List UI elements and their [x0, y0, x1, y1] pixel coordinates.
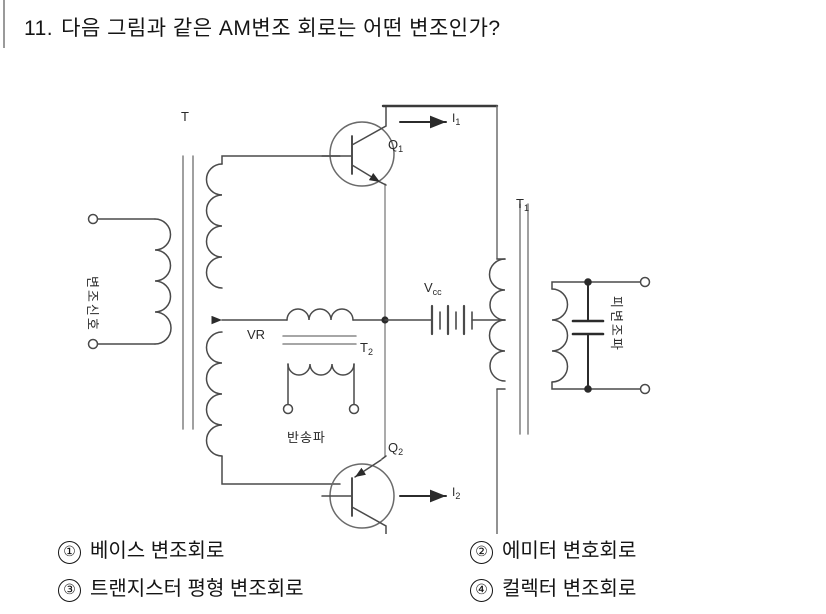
label-modulated-output: 피변조파 [609, 296, 624, 352]
label-transformer-T: T [181, 109, 189, 124]
junction-dot-output-bottom [584, 385, 592, 393]
transformer-T-secondary-upper [205, 163, 223, 289]
label-transformer-T2-sub: 2 [367, 347, 373, 357]
carrier-input-terminal-right [348, 403, 360, 415]
label-carrier-signal: 반송파 [287, 430, 326, 445]
label-transistor-Q2: Q2 [388, 440, 403, 457]
label-current-I1: I1 [452, 111, 460, 127]
answer-choices: ① 베이스 변조회로 ② 에미터 변호회로 ③ 트랜지스터 평형 변조회로 ④ 컬렉터 … [58, 538, 818, 610]
label-supply-vcc: Vcc [424, 280, 442, 297]
question-text: 다음 그림과 같은 AM변조 회로는 어떤 변조인가? [61, 17, 501, 40]
transistor-Q1-envelope [329, 121, 395, 187]
transformer-T-secondary-lower [205, 331, 223, 457]
transistor-Q1-emitter-arrow [351, 164, 381, 183]
label-current-I1-main: I [452, 111, 456, 125]
label-transistor-Q1: Q1 [388, 137, 403, 154]
label-current-I1-sub: 1 [455, 117, 461, 127]
junction-dot-output-top [584, 278, 592, 286]
label-current-I2-main: I [452, 485, 456, 499]
choice-3-label: 트랜지스터 평형 변조회로 [90, 578, 304, 600]
choice-2[interactable]: ② 에미터 변호회로 [470, 538, 636, 564]
label-supply-sub: cc [432, 287, 442, 297]
label-variable-resistor: VR [247, 327, 266, 342]
question-line: 11. 다음 그림과 같은 AM변조 회로는 어떤 변조인가? [24, 12, 804, 46]
choice-1-label: 베이스 변조회로 [90, 540, 225, 562]
choice-2-label: 에미터 변호회로 [502, 540, 637, 562]
label-supply-main: V [424, 280, 433, 295]
circuit-schematic-svg [87, 104, 651, 534]
choice-2-marker: ② [470, 541, 493, 564]
transformer-T1-secondary-coil [551, 288, 569, 383]
circuit-diagram: T 변조신호 VR T2 반송파 Vcc T1 피변조파 Q1 Q2 I1 I2 [0, 44, 826, 534]
label-current-I2-sub: 2 [455, 491, 461, 501]
transformer-T2-upper-coil [286, 308, 354, 321]
modulating-input-terminal-top [87, 213, 99, 225]
label-current-I2: I2 [452, 485, 460, 501]
page-edge-rule [3, 0, 5, 48]
carrier-input-terminal-left [282, 403, 294, 415]
question-number: 11. [24, 17, 54, 40]
transformer-T1-primary-upper [488, 258, 506, 321]
transformer-T1-primary-lower [488, 319, 506, 382]
choice-4[interactable]: ④ 컬렉터 변조회로 [470, 576, 636, 602]
label-transformer-T1-sub: 1 [523, 203, 529, 213]
label-transformer-T2-main: T [360, 340, 368, 355]
output-terminal-bottom [639, 383, 651, 395]
label-transformer-T1-main: T [516, 196, 524, 211]
label-transistor-Q1-sub: 1 [398, 144, 404, 154]
transistor-Q2-emitter-arrow [354, 459, 382, 478]
choice-1-marker: ① [58, 541, 81, 564]
modulating-input-terminal-bottom [87, 338, 99, 350]
transformer-T2-lower-coil [287, 363, 355, 376]
choice-4-label: 컬렉터 변조회로 [502, 578, 637, 600]
choice-3[interactable]: ③ 트랜지스터 평형 변조회로 [58, 576, 304, 602]
schematic-wires [87, 104, 651, 534]
output-terminal-top [639, 276, 651, 288]
label-transistor-Q2-main: Q [388, 440, 399, 455]
transformer-T-primary-coil [154, 218, 172, 345]
label-transformer-T2: T2 [360, 340, 373, 357]
label-modulating-signal: 변조신호 [85, 276, 100, 332]
label-transistor-Q1-main: Q [388, 137, 399, 152]
choice-3-marker: ③ [58, 579, 81, 602]
label-transformer-T1: T1 [516, 196, 529, 213]
choice-1[interactable]: ① 베이스 변조회로 [58, 538, 224, 564]
choice-4-marker: ④ [470, 579, 493, 602]
label-transistor-Q2-sub: 2 [398, 447, 404, 457]
